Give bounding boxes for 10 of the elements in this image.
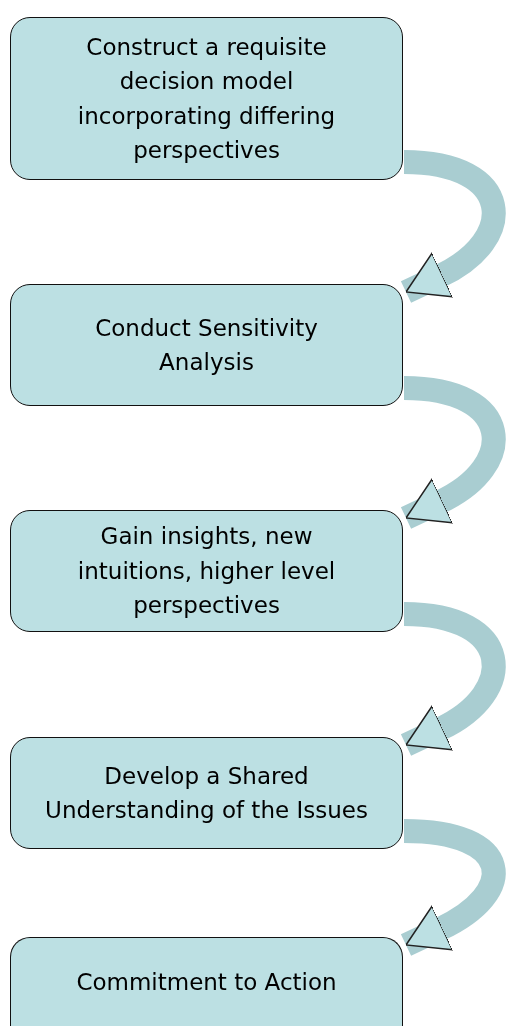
process-box [10,937,403,1026]
box-text: Commitment to Action [75,967,338,997]
process-box [10,510,403,632]
box-text: Develop a Shared Understanding of the Issues [44,761,369,825]
box-text: Conduct Sensitivity Analysis [94,313,319,377]
box-text: Construct a requisite decision model incorporating differing perspectives [76,32,337,165]
process-box [10,284,403,406]
process-box [10,17,403,180]
process-box [10,737,403,849]
box-text: Gain insights, new intuitions, higher level perspectives [76,522,337,621]
